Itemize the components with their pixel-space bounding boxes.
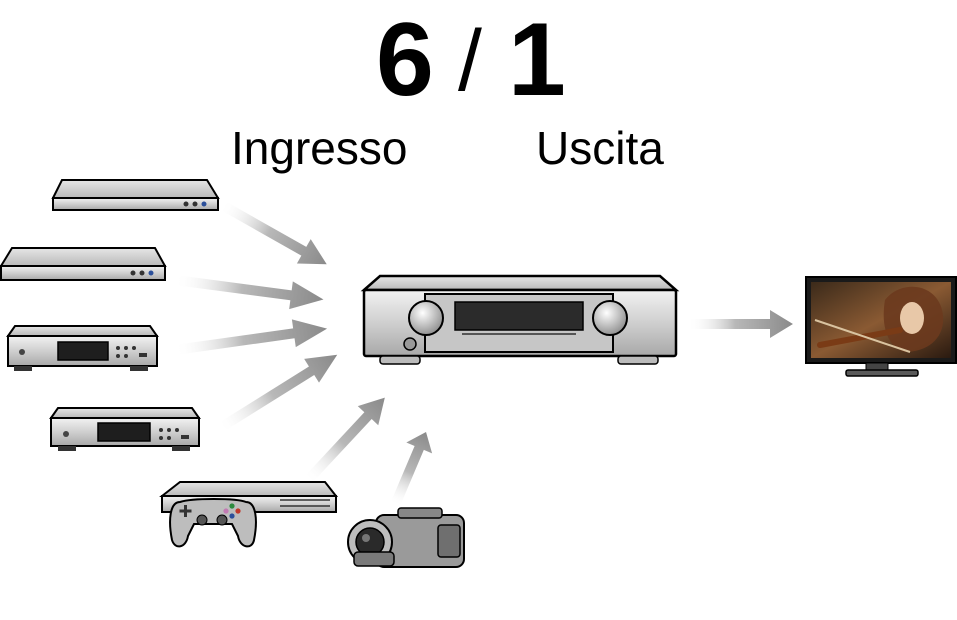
cd-player-icon [6,325,159,371]
television-icon [805,276,957,377]
av-receiver-icon [360,274,680,365]
media-player-icon [49,407,201,451]
arrow-game-console [297,388,396,490]
output-count: 1 [508,2,566,118]
arrow-media-player [212,342,345,440]
game-console-icon [159,481,339,548]
output-label: Uscita [536,122,664,174]
blu-ray-player-icon [51,179,220,211]
arrow-cd [173,314,330,364]
input-label: Ingresso [231,122,408,174]
camcorder-icon [347,507,465,568]
arrow-blu-ray [215,192,334,277]
title-separator: / [458,13,482,109]
dvd-player-icon [0,247,167,281]
input-count: 6 [376,2,434,118]
arrow-output [688,310,793,338]
arrow-camcorder [382,426,439,511]
arrow-dvd [173,266,326,314]
